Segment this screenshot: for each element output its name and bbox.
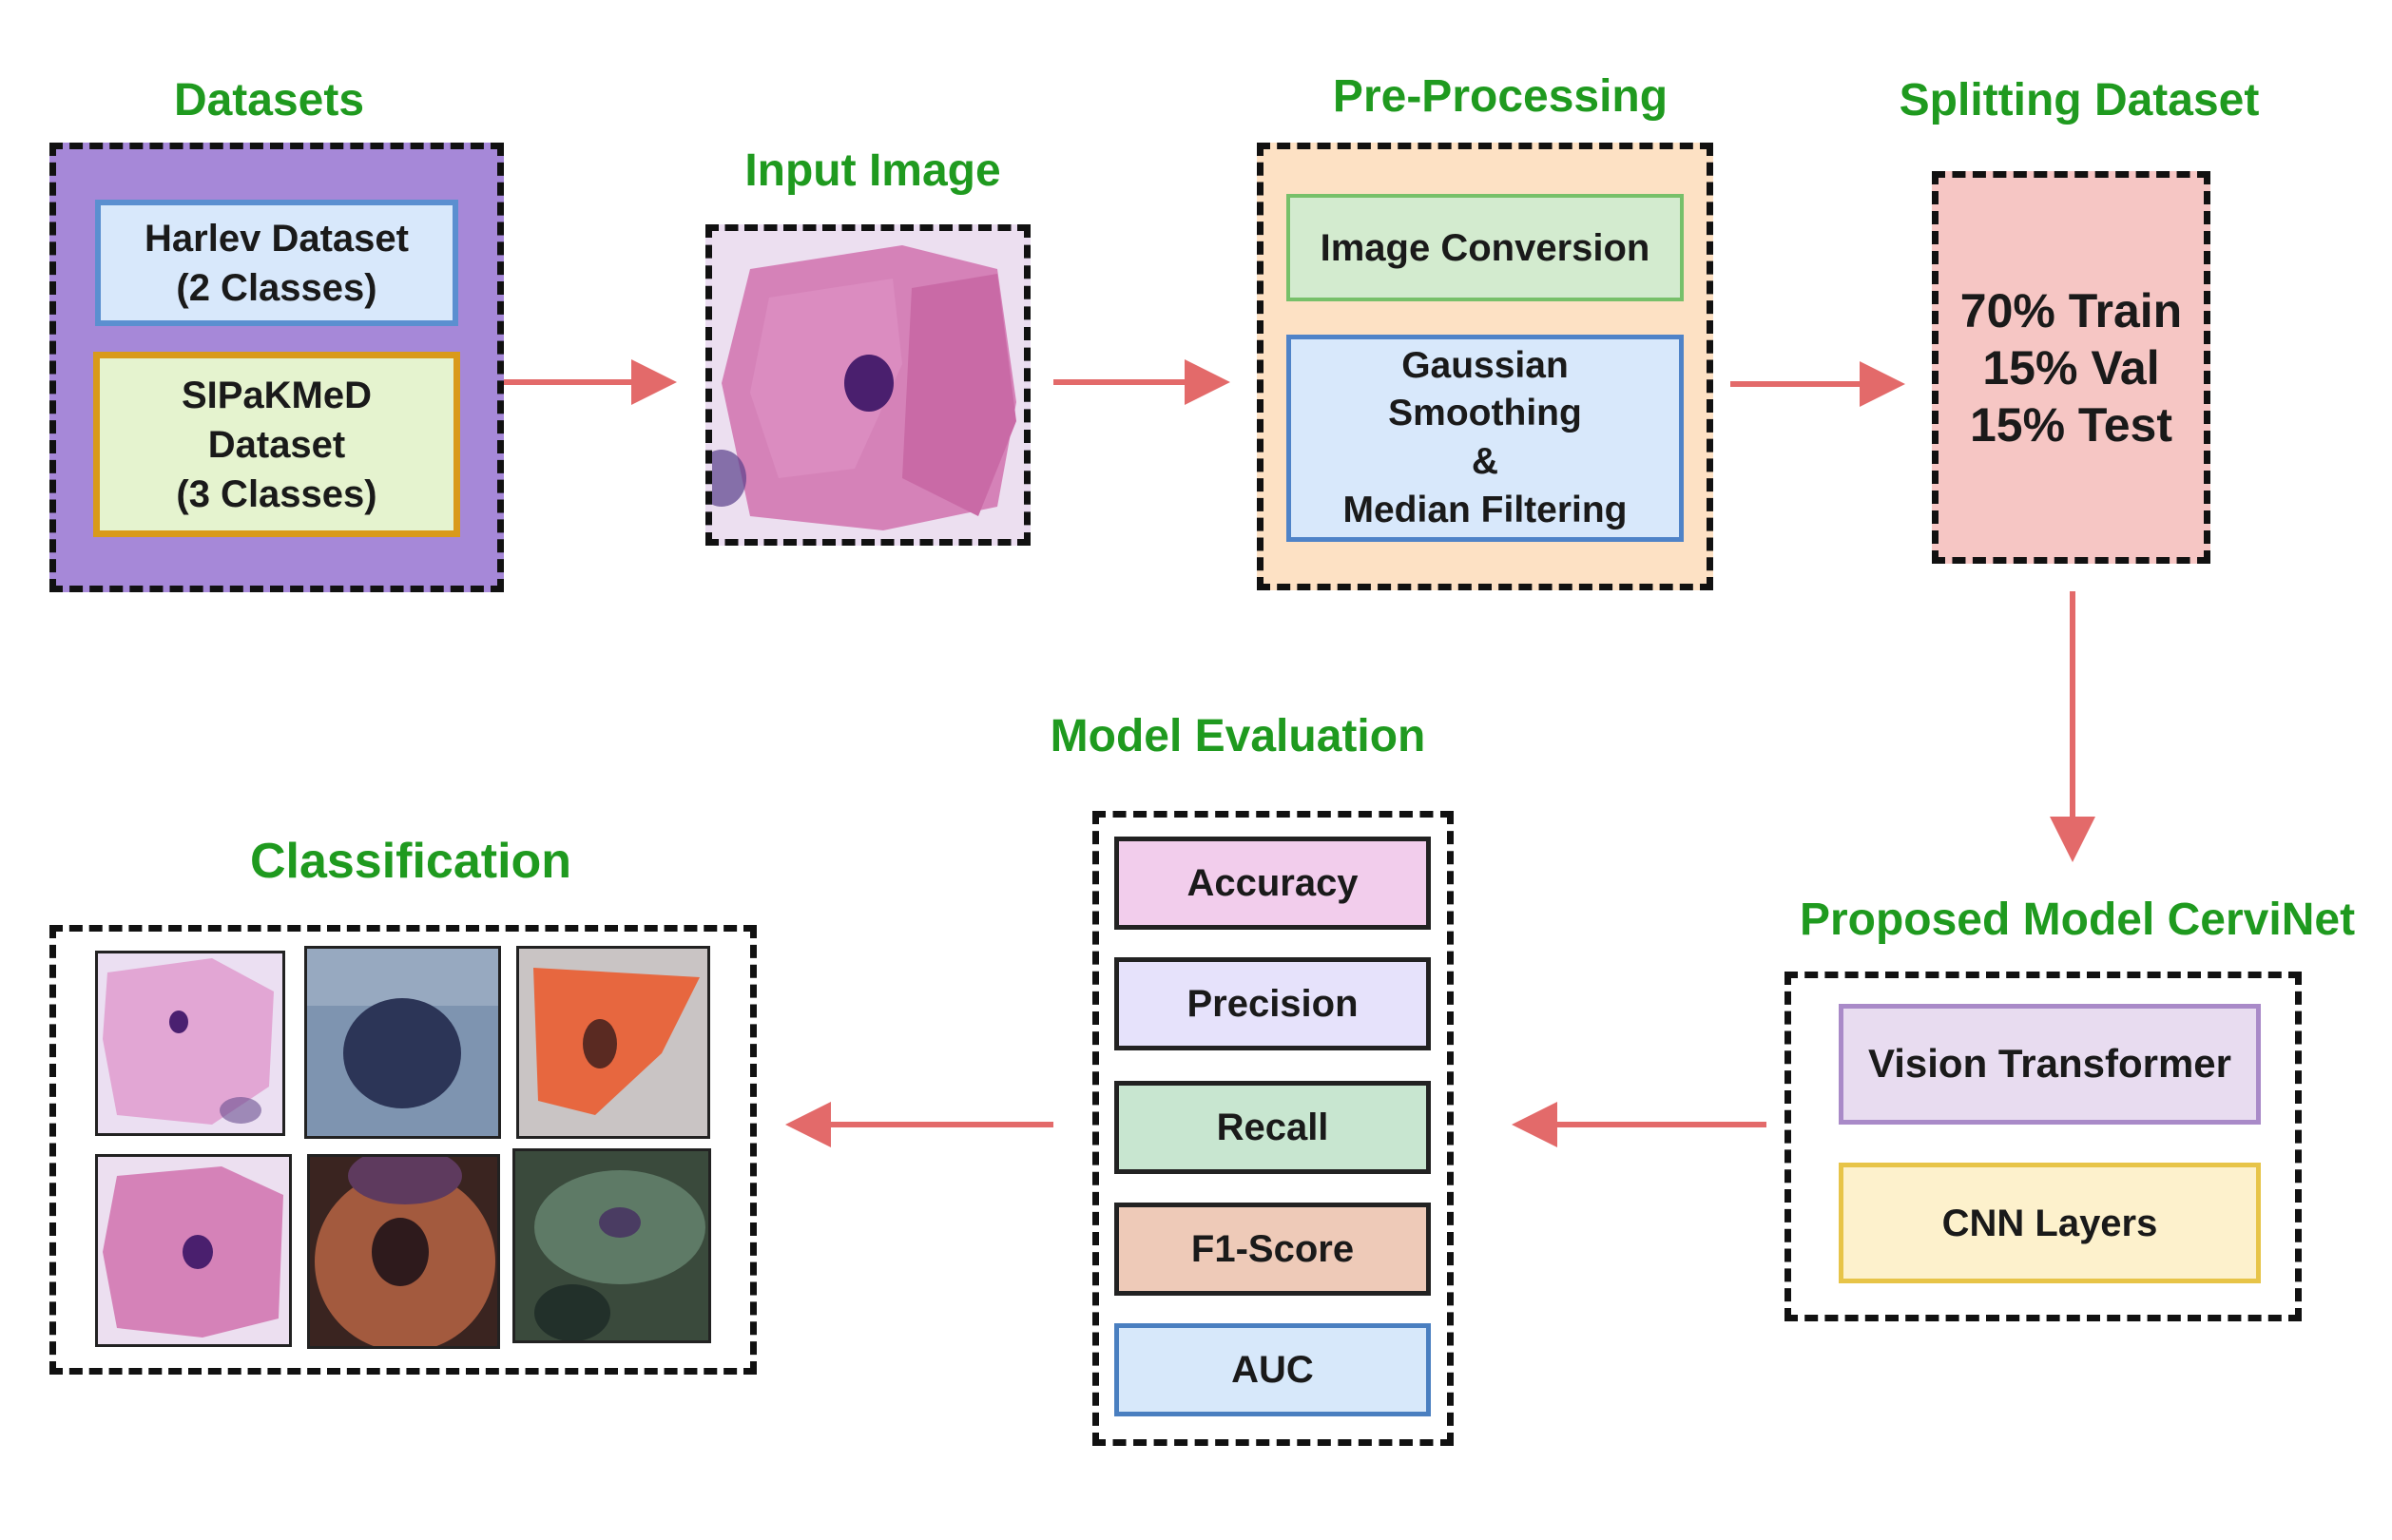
evaluation-block <box>1092 811 1454 1446</box>
input-image-title: Input Image <box>744 145 1001 196</box>
model-block <box>1784 972 2302 1321</box>
splitting-block: 70% Train 15% Val 15% Test <box>1932 171 2210 564</box>
sipakmed-dataset-box: SIPaKMeD Dataset (3 Classes) <box>93 352 460 537</box>
classified-cell-image <box>307 1154 500 1349</box>
splitting-title: Splitting Dataset <box>1899 75 2260 125</box>
model-title: Proposed Model CerviNet <box>1799 895 2356 945</box>
input-image-block <box>705 224 1031 546</box>
cell-thumbnail-2 <box>307 949 498 1136</box>
image-conversion-box: Image Conversion <box>1286 194 1684 301</box>
preprocessing-title: Pre-Processing <box>1332 71 1669 122</box>
classified-cell-image <box>304 946 501 1139</box>
classified-cell-image <box>512 1148 711 1343</box>
harlev-dataset-box: Harlev Dataset (2 Classes) <box>95 200 458 326</box>
vision-transformer-box: Vision Transformer <box>1839 1004 2261 1125</box>
metric-precision: Precision <box>1114 957 1431 1050</box>
classification-block <box>49 925 757 1375</box>
cell-thumbnail-1 <box>98 953 282 1133</box>
cell-thumbnail-3 <box>519 949 707 1136</box>
metric-accuracy: Accuracy <box>1114 837 1431 930</box>
evaluation-title: Model Evaluation <box>1050 711 1426 761</box>
cell-thumbnail-6 <box>515 1151 708 1340</box>
metric-auc: AUC <box>1114 1323 1431 1416</box>
cell-thumbnail-5 <box>310 1157 497 1346</box>
classified-cell-image <box>516 946 710 1139</box>
cell-thumbnail-4 <box>98 1157 289 1344</box>
split-ratios: 70% Train 15% Val 15% Test <box>1959 283 2183 452</box>
metric-recall: Recall <box>1114 1081 1431 1174</box>
cell-image <box>712 231 1024 539</box>
classified-cell-image <box>95 951 285 1136</box>
classified-cell-image <box>95 1154 292 1347</box>
cnn-layers-box: CNN Layers <box>1839 1163 2261 1283</box>
smoothing-filtering-box: Gaussian Smoothing & Median Filtering <box>1286 335 1684 542</box>
classification-title: Classification <box>249 834 572 889</box>
datasets-title: Datasets <box>173 75 365 125</box>
metric-f1-score: F1-Score <box>1114 1203 1431 1296</box>
